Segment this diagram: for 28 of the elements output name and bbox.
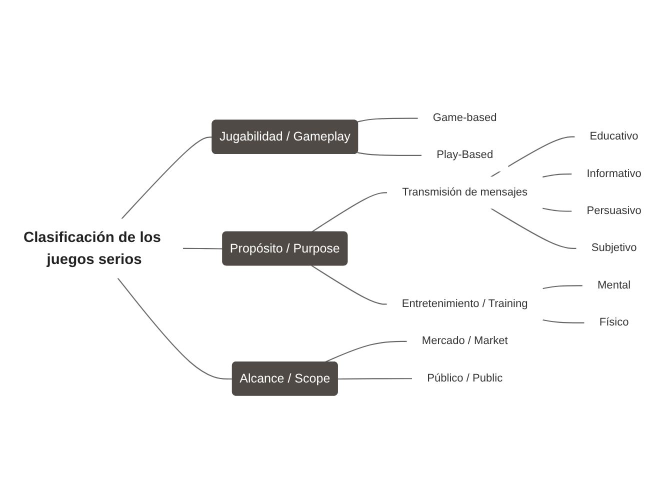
connector [542,285,583,290]
connector [542,319,585,324]
node-text: Play-Based [436,148,494,162]
connector [542,174,572,178]
connector [357,118,418,122]
node-text: Game-based [432,111,497,124]
node-text: Transmisión de mensajes [402,186,528,198]
connector [311,265,388,305]
node-text: Mental [597,278,631,292]
connector [490,208,577,249]
connector [117,278,233,380]
node-text: Mercado / Market [422,334,508,348]
connector [121,136,212,220]
node-text: Clasificación de los juegos serios [23,229,161,268]
node-text: Educativo [590,130,638,143]
connector [357,152,422,156]
node-text: Informativo [586,167,642,180]
connector [182,248,223,250]
connector [338,378,412,380]
node-text: Público / Public [427,372,503,384]
connector [542,208,572,212]
connector [311,192,388,233]
node-text: Persuasivo [586,204,642,217]
node-text: Físico [599,316,629,329]
connector [490,136,576,178]
node-text: Entretenimiento / Training [402,297,528,310]
node-text: Subjetivo [591,242,637,254]
connector [324,340,408,363]
